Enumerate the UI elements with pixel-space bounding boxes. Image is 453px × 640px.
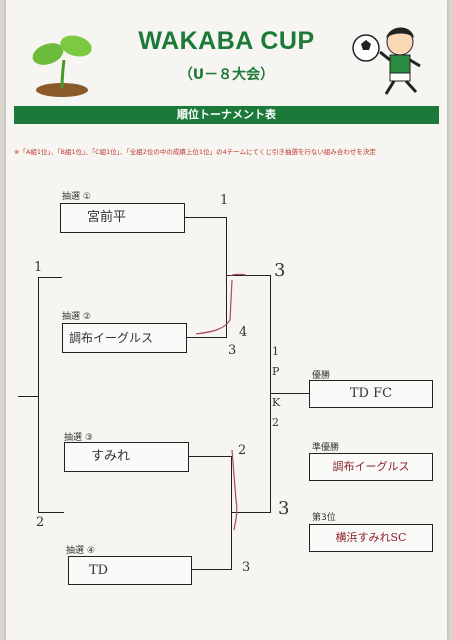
score-mark: 1 [272, 345, 279, 358]
bracket-line [187, 337, 227, 338]
bracket-line [226, 217, 227, 338]
runner-up-label: 準優勝 [312, 443, 340, 453]
section-banner: 順位トーナメント表 [14, 106, 439, 124]
team-name-4: TD [89, 563, 109, 578]
bracket-line [38, 277, 39, 513]
champion-box: TD FC [309, 380, 433, 408]
bracket-line [192, 569, 232, 570]
third-place-team: 横浜すみれSC [335, 531, 407, 544]
score-mark: 1 [34, 260, 43, 275]
soccer-player-illustration [352, 27, 421, 95]
team-name-1: 宮前平 [87, 210, 127, 225]
third-place-box: 横浜すみれSC [309, 524, 433, 552]
bracket-line [226, 275, 270, 276]
team-box-1: 宮前平 [60, 203, 185, 233]
bracket-line [18, 396, 38, 397]
team-box-2: 調布イーグルス [62, 323, 187, 353]
runner-up-box: 調布イーグルス [309, 453, 433, 481]
red-advance-marks [195, 273, 247, 531]
score-mark: P [272, 365, 280, 378]
page-subtitle: （U－８大会） [178, 67, 275, 83]
bracket-line [270, 275, 271, 513]
draw-label-3: 抽選 ③ [64, 433, 93, 443]
draw-label-4: 抽選 ④ [66, 546, 95, 556]
third-place-label: 第3位 [312, 513, 336, 523]
draw-note: ※「A組1位」、「B組1位」、「C組1位」、「全組2位の中の成績上位1位」の4チ… [14, 148, 376, 156]
page-title: WAKABA CUP [138, 27, 315, 55]
draw-label-2: 抽選 ② [62, 312, 91, 322]
score-mark: 2 [36, 515, 45, 530]
bracket-line [231, 456, 232, 570]
bracket-line [189, 456, 231, 457]
bracket-line [185, 217, 227, 218]
score-mark: 3 [274, 260, 286, 281]
score-mark: K [272, 396, 281, 409]
champion-team: TD FC [349, 386, 393, 401]
bracket-line [38, 512, 64, 513]
tournament-sheet: WAKABA CUP （U－８大会） 順位トーナメント表 ※「A組1位」、「B組… [6, 0, 447, 640]
sprout-logo [32, 35, 92, 97]
bracket-line [231, 512, 271, 513]
score-mark: 1 [220, 193, 229, 208]
score-mark: 3 [242, 560, 251, 575]
team-box-3: すみれ [64, 442, 189, 472]
score-mark: 4 [239, 325, 248, 340]
team-box-4: TD [68, 556, 192, 585]
team-name-3: すみれ [91, 449, 131, 464]
runner-up-team: 調布イーグルス [332, 460, 410, 473]
champion-label: 優勝 [312, 371, 331, 381]
draw-label-1: 抽選 ① [62, 192, 91, 202]
score-mark: 2 [272, 416, 279, 429]
score-mark: 3 [228, 343, 237, 358]
bracket-line [270, 393, 310, 394]
team-name-2: 調布イーグルス [69, 331, 154, 345]
score-mark: 2 [238, 443, 247, 458]
score-mark: 3 [278, 498, 290, 519]
bracket-line [38, 277, 62, 278]
